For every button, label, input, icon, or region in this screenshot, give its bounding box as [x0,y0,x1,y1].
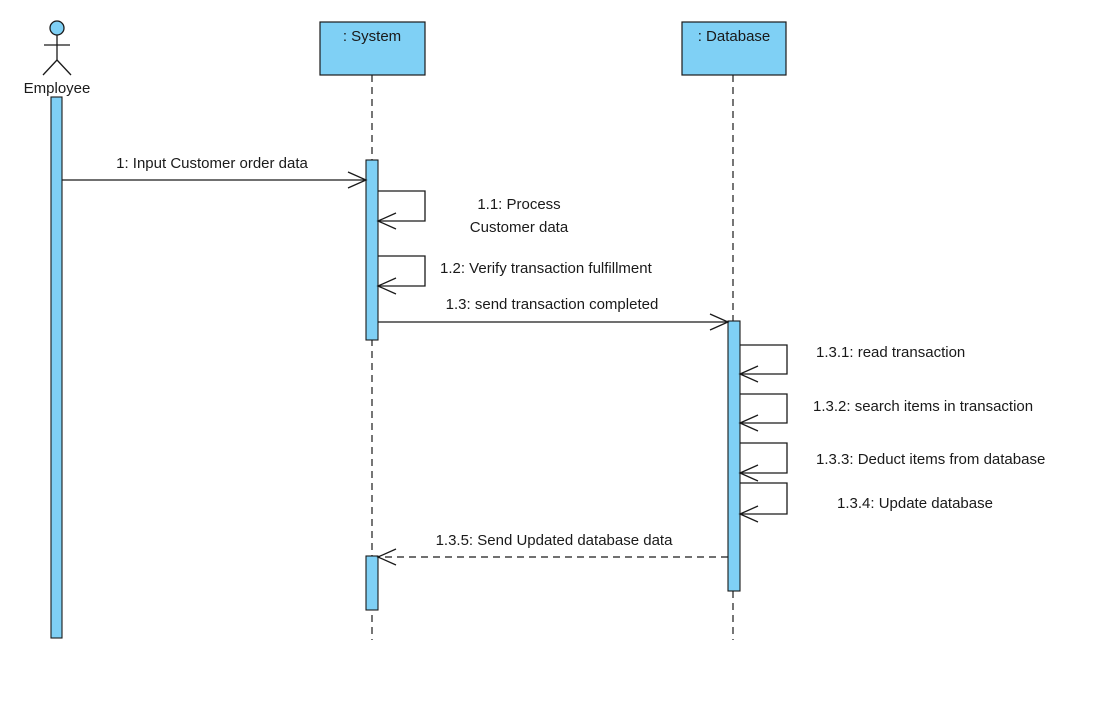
system-activation-bar-1 [365,159,379,341]
arrow-head-icon [738,505,759,523]
message-1-3-4[interactable]: 1.3.4: Update database [738,482,993,523]
arrow-head-icon [738,414,759,432]
message-1-3-2[interactable]: 1.3.2: search items in transaction [738,393,1033,432]
actor-head-icon [49,20,65,36]
message-1-3-4-label: 1.3.4: Update database [837,495,993,512]
message-1-1-label-line-2: Customer data [470,219,569,236]
message-1-3-label: 1.3: send transaction completed [446,296,659,313]
lifeline-database-label: : Database [698,28,771,45]
message-1-3-5[interactable]: 1.3.5: Send Updated database data [376,532,728,566]
message-1-1-label-line-1: 1.1: Process [477,196,560,213]
lifeline-database[interactable]: : Database [681,21,787,76]
arrow-head-icon [376,277,397,295]
lifeline-system-box [319,21,426,76]
message-1-1-line [378,190,426,222]
message-1-3-1-line [740,344,788,375]
arrow-head-icon [709,313,730,331]
message-1-label: 1: Input Customer order data [116,155,308,172]
lifeline-system-label: : System [343,28,401,45]
message-1-3-1-label: 1.3.1: read transaction [816,344,965,361]
arrow-head-icon [738,464,759,482]
actor-left-leg [42,59,58,76]
message-1-3-3-label: 1.3.3: Deduct items from database [816,451,1045,468]
message-1-2-line [378,255,426,287]
database-activation-bar [727,320,741,592]
employee-activation-bar [50,96,63,639]
message-1[interactable]: 1: Input Customer order data [62,155,368,189]
lifeline-database-box [681,21,787,76]
message-1-3-5-label: 1.3.5: Send Updated database data [436,532,674,549]
message-1-3-4-line [740,482,788,515]
arrow-head-icon [738,365,759,383]
message-1-2-label: 1.2: Verify transaction fulfillment [440,260,653,277]
message-1-3-1[interactable]: 1.3.1: read transaction [738,344,965,383]
message-1-3-2-line [740,393,788,424]
message-1-3-3-line [740,442,788,474]
arrow-head-icon [347,171,368,189]
lifeline-system[interactable]: : System [319,21,426,76]
message-1-1[interactable]: 1.1: Process Customer data [376,190,569,236]
message-1-3-3[interactable]: 1.3.3: Deduct items from database [738,442,1045,482]
actor-label: Employee [24,80,91,97]
actor-right-leg [56,59,72,76]
message-1-2[interactable]: 1.2: Verify transaction fulfillment [376,255,653,295]
message-1-3-2-label: 1.3.2: search items in transaction [813,398,1033,415]
message-1-3[interactable]: 1.3: send transaction completed [378,296,730,331]
arrow-head-icon [376,548,397,566]
system-activation-bar-2 [365,555,379,611]
arrow-head-icon [376,212,397,230]
actor-employee[interactable]: Employee [24,20,91,97]
